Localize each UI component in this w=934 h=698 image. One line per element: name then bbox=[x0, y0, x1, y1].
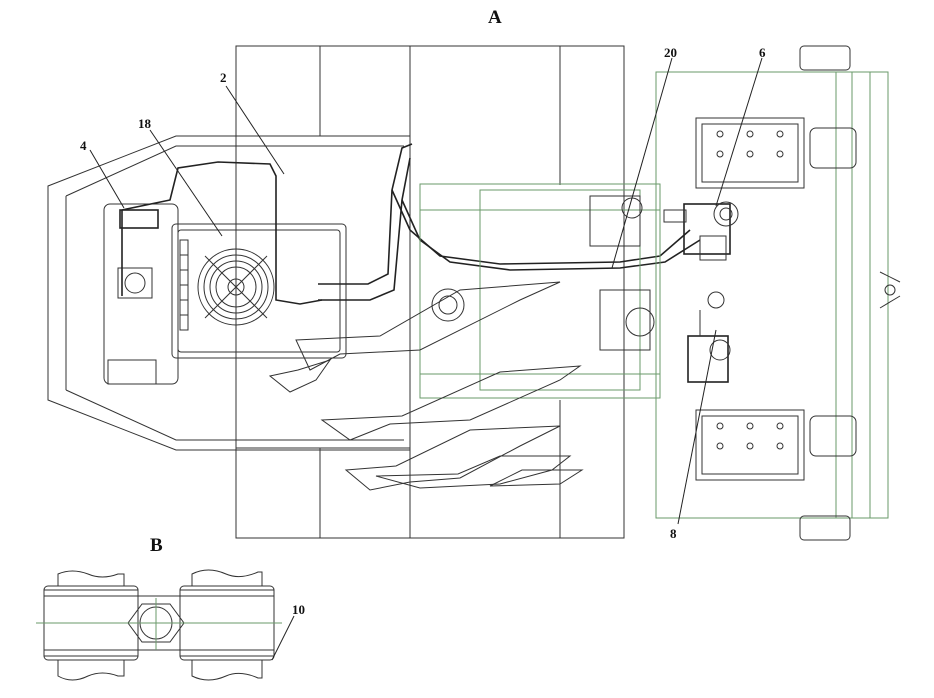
rear-frame bbox=[655, 45, 901, 541]
leaders bbox=[89, 57, 763, 525]
engine-frame bbox=[419, 183, 661, 399]
battery-upper bbox=[695, 117, 857, 189]
view-a: A bbox=[47, 7, 901, 541]
battery-lower bbox=[695, 409, 857, 481]
ac-unit bbox=[171, 223, 347, 359]
callout-10: 10 bbox=[292, 602, 305, 617]
callout-18: 18 bbox=[138, 116, 152, 131]
callout-2: 2 bbox=[220, 70, 227, 85]
view-b: B 10 bbox=[36, 535, 305, 681]
track-hatching bbox=[268, 281, 584, 491]
receiver-dryer bbox=[117, 209, 159, 299]
view-b-title: B bbox=[150, 535, 163, 556]
callout-6: 6 bbox=[759, 45, 766, 60]
coupling-detail bbox=[36, 569, 295, 681]
callout-4: 4 bbox=[80, 138, 87, 153]
view-a-title: A bbox=[488, 7, 502, 28]
compressor-bracket bbox=[687, 291, 731, 383]
callout-8: 8 bbox=[670, 526, 677, 541]
callout-20: 20 bbox=[664, 45, 677, 60]
compressor bbox=[663, 201, 739, 261]
